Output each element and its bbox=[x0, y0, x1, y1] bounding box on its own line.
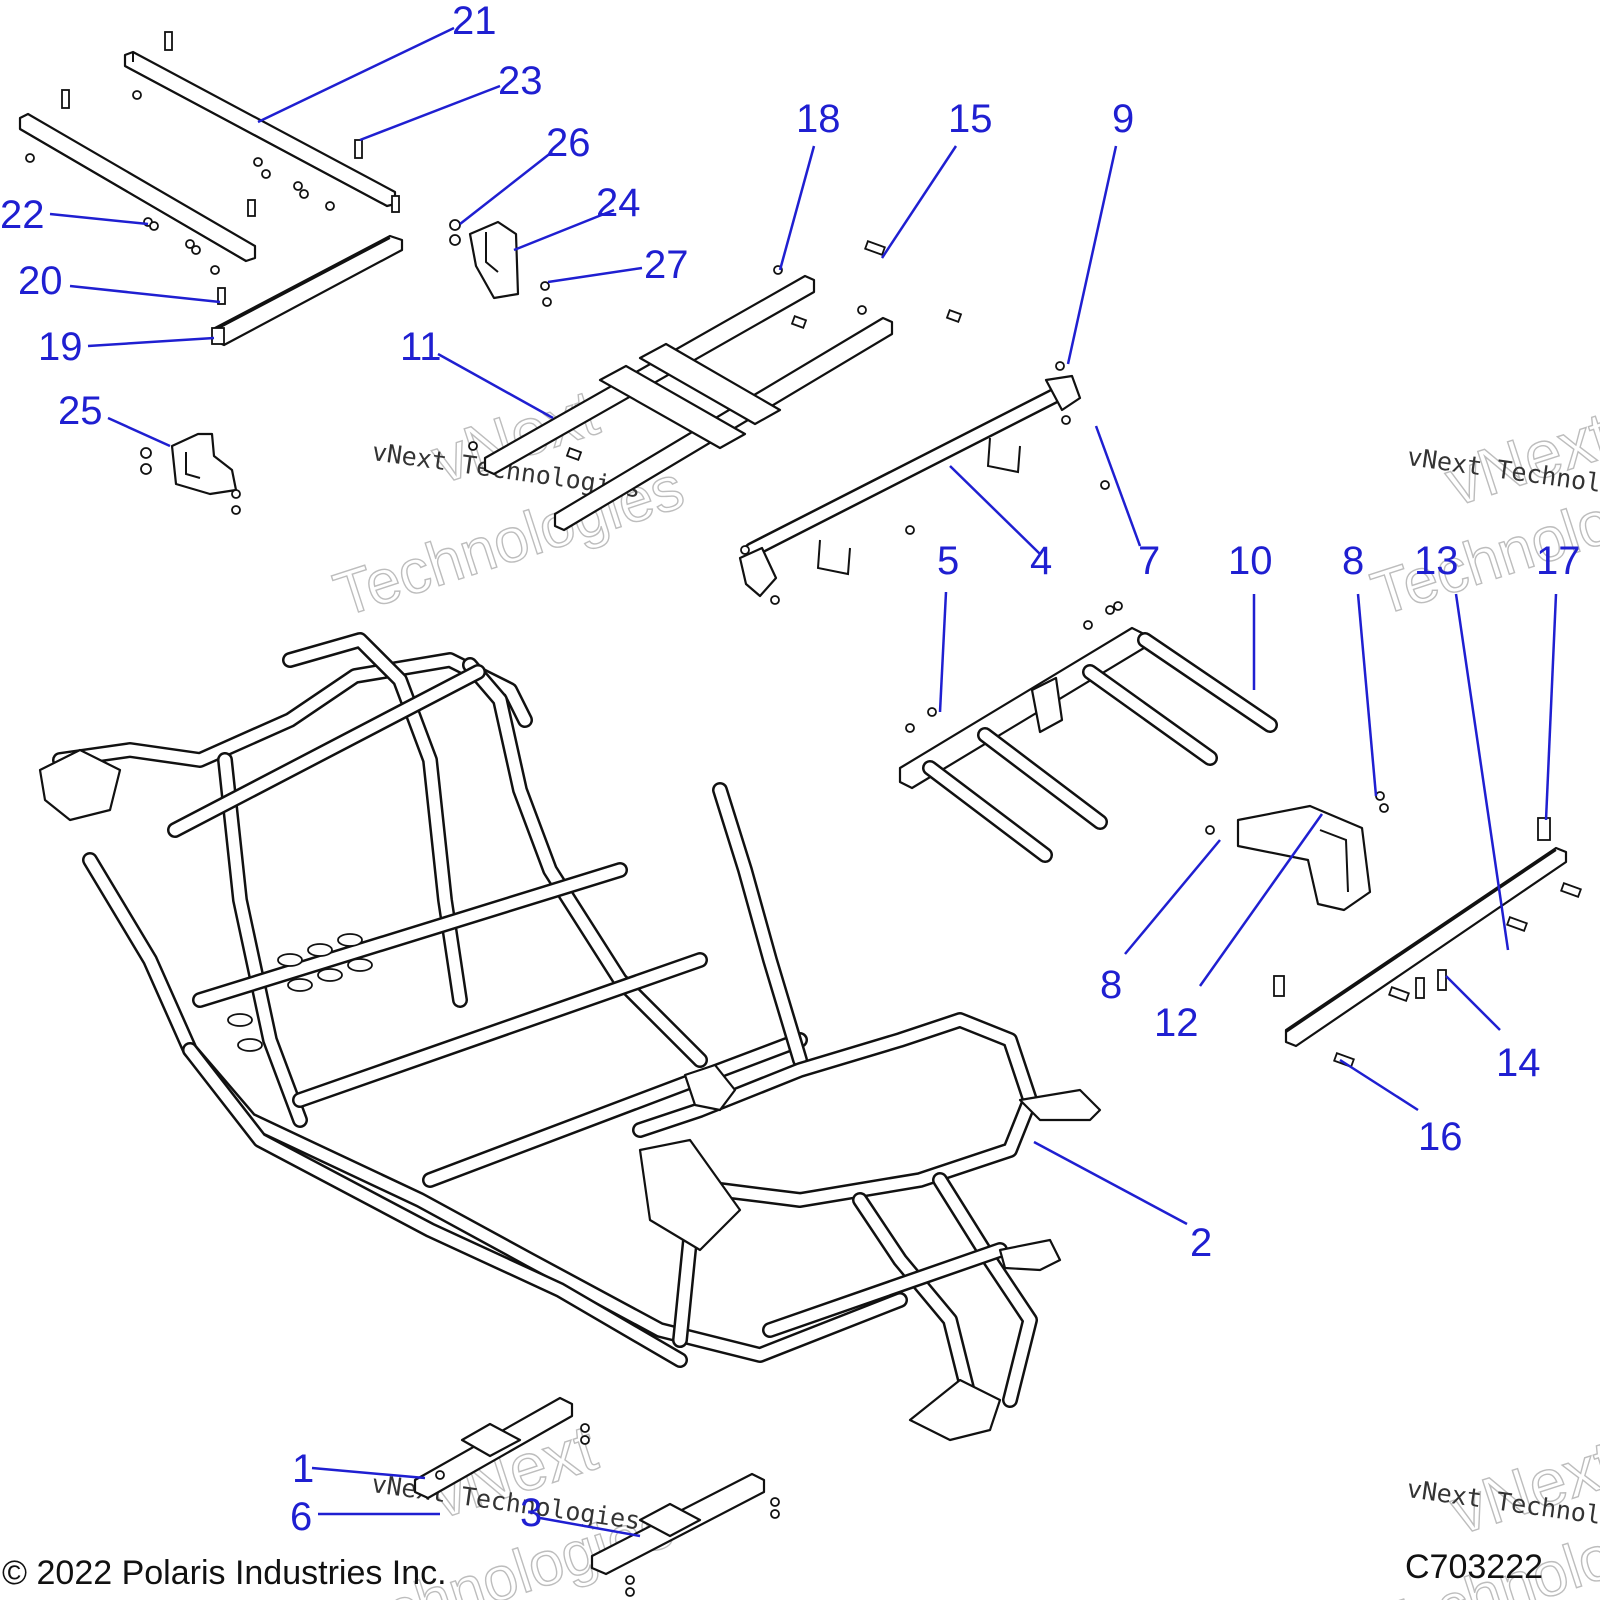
frame-ladder-11 bbox=[468, 265, 963, 532]
leader-16 bbox=[1339, 1058, 1419, 1112]
leader-25 bbox=[107, 416, 171, 448]
callout-15: 15 bbox=[948, 97, 993, 141]
skid-plate-3 bbox=[590, 1472, 780, 1597]
leader-19 bbox=[87, 336, 215, 348]
rail-hardware-upper-left bbox=[25, 31, 400, 305]
leader-21 bbox=[257, 26, 455, 124]
leader-12 bbox=[1198, 813, 1324, 987]
leader-18 bbox=[778, 145, 816, 271]
main-frame-2 bbox=[38, 632, 1102, 1442]
callout-7: 7 bbox=[1138, 539, 1160, 583]
callout-2: 2 bbox=[1190, 1221, 1212, 1265]
rail-upper-left bbox=[18, 112, 257, 263]
leader-7 bbox=[1094, 425, 1142, 547]
leader-23 bbox=[359, 84, 501, 142]
callout-27: 27 bbox=[644, 243, 689, 287]
callout-17: 17 bbox=[1536, 539, 1581, 583]
rack-10 bbox=[898, 601, 1278, 863]
bracket-25 bbox=[140, 432, 241, 515]
callout-5: 5 bbox=[937, 539, 959, 583]
callout-21: 21 bbox=[452, 0, 497, 43]
leader-24 bbox=[513, 208, 615, 252]
callout-10: 10 bbox=[1228, 539, 1273, 583]
leader-5 bbox=[938, 591, 948, 713]
callout-11: 11 bbox=[400, 325, 442, 369]
leader-9 bbox=[1066, 145, 1118, 365]
bracket-24 bbox=[449, 219, 552, 307]
parts-artwork bbox=[18, 31, 1582, 1597]
callout-23: 23 bbox=[498, 59, 543, 103]
callout-25: 25 bbox=[58, 389, 103, 433]
leader-27 bbox=[547, 266, 643, 284]
rail-19 bbox=[211, 234, 404, 347]
leader-8a bbox=[1356, 593, 1378, 797]
hitch-12 bbox=[1205, 791, 1389, 912]
leader-14 bbox=[1445, 975, 1501, 1031]
callout-19: 19 bbox=[38, 325, 83, 369]
callout-8-upper: 8 bbox=[1342, 539, 1364, 583]
leader-26 bbox=[459, 151, 553, 225]
callout-14: 14 bbox=[1496, 1041, 1541, 1085]
callout-1: 1 bbox=[292, 1447, 314, 1491]
callout-numbers: 1 2 3 4 5 6 7 8 8 9 10 11 12 13 14 15 16… bbox=[0, 0, 1581, 1539]
floor-holes bbox=[227, 933, 373, 1052]
callout-24: 24 bbox=[596, 181, 641, 225]
callout-3: 3 bbox=[520, 1491, 542, 1535]
callout-18: 18 bbox=[796, 97, 841, 141]
callout-8-lower: 8 bbox=[1100, 963, 1122, 1007]
callout-20: 20 bbox=[18, 259, 63, 303]
leader-13 bbox=[1454, 593, 1510, 951]
rail-13 bbox=[1273, 817, 1582, 1068]
leader-11 bbox=[437, 352, 554, 420]
callout-16: 16 bbox=[1418, 1115, 1463, 1159]
leader-15 bbox=[880, 145, 958, 259]
callout-4: 4 bbox=[1030, 539, 1052, 583]
callout-22: 22 bbox=[0, 193, 45, 237]
leader-2 bbox=[1033, 1140, 1188, 1226]
leader-17 bbox=[1544, 593, 1558, 821]
drawing-number: C703222 bbox=[1405, 1548, 1543, 1586]
leader-1 bbox=[311, 1466, 426, 1480]
leader-20 bbox=[69, 284, 221, 304]
callout-13: 13 bbox=[1414, 539, 1459, 583]
leader-22 bbox=[49, 212, 149, 226]
leader-4 bbox=[949, 465, 1041, 555]
copyright-notice: © 2022 Polaris Industries Inc. bbox=[2, 1554, 447, 1592]
callout-9: 9 bbox=[1112, 97, 1134, 141]
rear-bar-4 bbox=[738, 361, 1110, 605]
bolt-15 bbox=[864, 240, 886, 256]
leader-lines bbox=[49, 26, 1558, 1538]
callout-6: 6 bbox=[290, 1495, 312, 1539]
leader-3 bbox=[539, 1516, 641, 1538]
leader-8b bbox=[1124, 839, 1221, 955]
skid-plate-1 bbox=[413, 1396, 590, 1500]
callout-26: 26 bbox=[546, 121, 591, 165]
callout-12: 12 bbox=[1154, 1001, 1199, 1045]
